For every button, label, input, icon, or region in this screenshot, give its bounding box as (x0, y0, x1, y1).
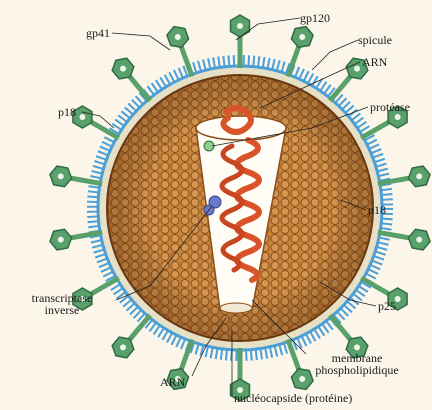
spike-stem-gp41 (361, 122, 389, 138)
label-nucleocapside: nucléocapside (protéine) (234, 392, 352, 404)
spike-stem-gp41 (129, 76, 150, 101)
spike-knob (395, 114, 401, 120)
spike (112, 315, 150, 358)
spike-knob (299, 34, 305, 40)
spike-knob (354, 66, 360, 72)
label-arn-top: ARN (362, 56, 387, 68)
label-transcriptase-inverse: transcriptase inverse (6, 292, 118, 316)
label-membrane-phospholipidique: membrane phospholipidique (296, 352, 418, 376)
cone-bottom-rim (220, 303, 252, 313)
spike-knob (58, 237, 64, 243)
spike-stem-gp41 (378, 178, 410, 184)
spike (288, 27, 313, 77)
spike-knob (58, 173, 64, 179)
spike-stem-gp41 (378, 232, 410, 238)
label-p18-left: p18 (58, 106, 76, 118)
label-p18-right: p18 (368, 204, 386, 216)
spike-knob (120, 66, 126, 72)
label-membrane-line2: phospholipidique (296, 364, 418, 376)
label-arn-bottom: ARN (160, 376, 185, 388)
spike-knob (416, 173, 422, 179)
spike (73, 106, 119, 138)
spike-knob (416, 237, 422, 243)
spike-knob (299, 376, 305, 382)
label-spicule: spicule (358, 34, 392, 46)
spike-knob (354, 344, 360, 350)
label-protease: protéase (370, 101, 410, 113)
spike-knob (175, 34, 181, 40)
spike (112, 58, 150, 101)
label-p25: p25 (378, 300, 396, 312)
spike-knob (237, 23, 243, 29)
spike-stem-gp41 (330, 315, 351, 340)
label-transcriptase-line2: inverse (6, 304, 118, 316)
label-gp41: gp41 (86, 27, 110, 39)
label-gp120: gp120 (300, 12, 330, 24)
spike-knob (79, 114, 85, 120)
spike-stem-gp41 (71, 178, 103, 184)
spike-knob (120, 344, 126, 350)
